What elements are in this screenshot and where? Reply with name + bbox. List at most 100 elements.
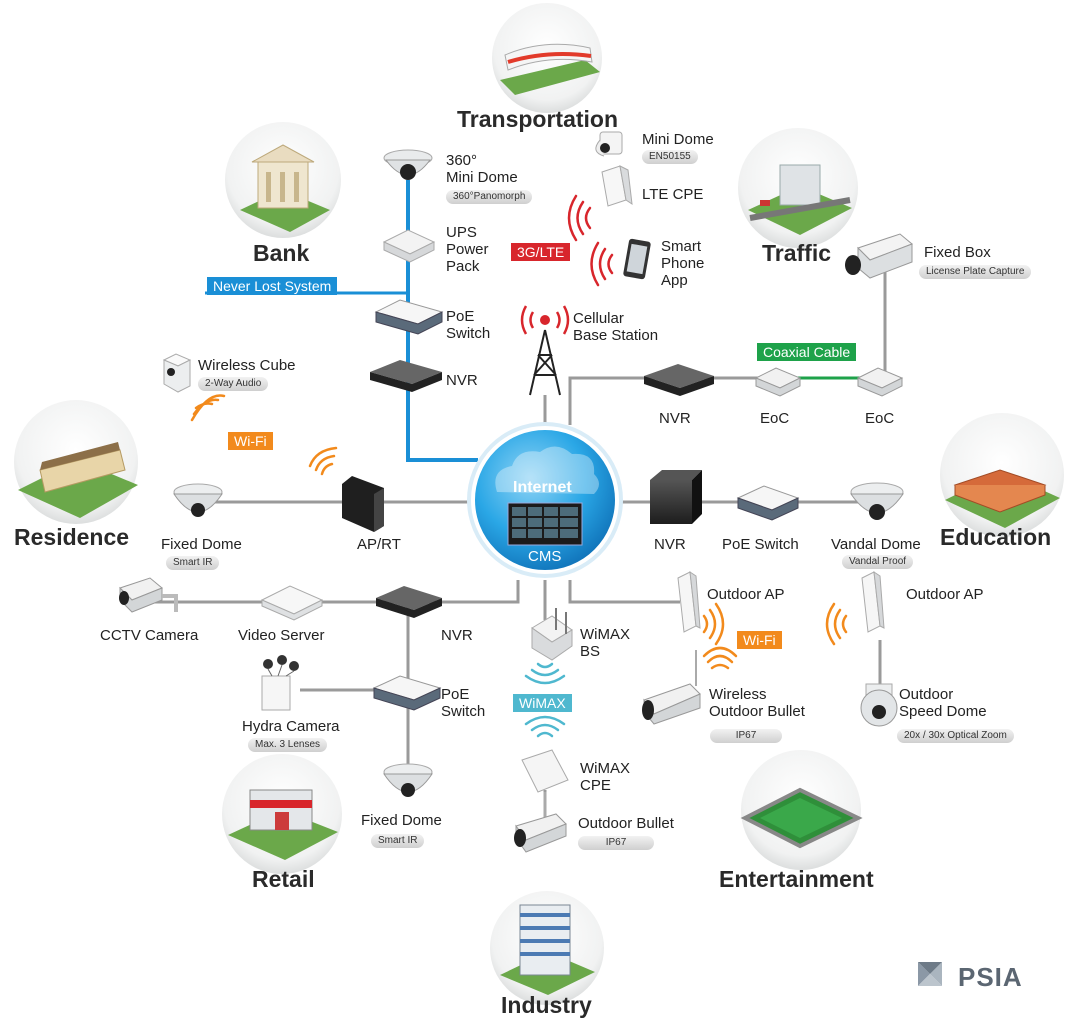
lte-wave-icon (567, 194, 592, 242)
cloud-icon (495, 446, 599, 494)
sub-fixed-box: License Plate Capture (919, 265, 1032, 279)
link-outdoor-ap (568, 580, 680, 604)
hydra-camera-icon[interactable] (261, 655, 299, 711)
sector-residence: Residence (14, 524, 130, 550)
label-mini-dome-360: 360° Mini Dome (446, 152, 518, 186)
internet-hub[interactable] (467, 422, 623, 578)
label-wireless-cube: Wireless Cube (198, 357, 296, 374)
label-outdoor-speed-dome: Outdoor Speed Dome (899, 686, 987, 720)
retail-bubble (222, 754, 342, 874)
link-never-lost (406, 180, 478, 462)
outdoor-ap-1-icon[interactable] (677, 570, 701, 633)
outdoor-ap-2-icon[interactable] (861, 570, 885, 633)
entertainment-bubble (740, 750, 863, 870)
label-video-server: Video Server (238, 627, 325, 644)
wireless-cube-icon[interactable] (162, 353, 192, 393)
ups-power-pack-icon[interactable] (382, 229, 436, 263)
cctv-camera-icon[interactable] (119, 577, 178, 613)
sub-vandal-dome: Vandal Proof (842, 555, 914, 569)
sub-outdoor-bullet: IP67 (578, 836, 654, 850)
hub-cms-label: CMS (528, 548, 562, 565)
outdoor-speed-dome-icon[interactable] (860, 683, 898, 727)
devices (119, 131, 913, 853)
psia-logo-icon (918, 962, 942, 986)
label-vandal-dome: Vandal Dome (831, 536, 921, 553)
label-fixed-box: Fixed Box (924, 244, 991, 261)
poe-switch-retail-icon[interactable] (372, 675, 442, 711)
sector-education: Education (940, 524, 1052, 550)
eoc-2-icon[interactable] (856, 367, 904, 397)
link-retail (150, 580, 520, 604)
label-hydra-camera: Hydra Camera (242, 718, 340, 735)
tag-never-lost-system: Never Lost System (207, 277, 338, 295)
sector-retail: Retail (252, 866, 315, 892)
video-server-icon[interactable] (260, 585, 324, 621)
vandal-dome-icon[interactable] (850, 482, 904, 520)
label-nvr-education: NVR (654, 536, 686, 553)
fixed-dome-retail-icon[interactable] (383, 763, 433, 797)
label-eoc-2: EoC (865, 410, 895, 427)
transportation-bubble (492, 3, 602, 113)
signal-waves (190, 194, 848, 738)
tag-coaxial-cable: Coaxial Cable (757, 343, 857, 361)
hub-internet-label: Internet (513, 479, 572, 496)
sector-industry: Industry (501, 992, 592, 1018)
label-nvr-top: NVR (446, 372, 478, 389)
poe-switch-top-icon[interactable] (374, 299, 444, 335)
fixed-box-camera-icon[interactable] (845, 233, 913, 279)
bullet-wave-icon (702, 646, 738, 670)
sub-outdoor-speed-dome: 20x / 30x Optical Zoom (897, 729, 1014, 743)
wireless-outdoor-bullet-icon[interactable] (642, 650, 701, 725)
ap-wave-icon (308, 446, 338, 476)
label-poe-switch-top: PoE Switch (446, 308, 491, 342)
mini-dome-icon[interactable] (595, 131, 623, 157)
sub-mini-dome-360: 360°Panomorph (446, 190, 533, 204)
cube-wave-icon (190, 394, 226, 422)
label-nvr-traffic: NVR (659, 410, 691, 427)
nvr-top-icon[interactable] (370, 360, 442, 392)
traffic-bubble (738, 128, 858, 248)
mini-dome-360-icon[interactable] (383, 149, 433, 180)
tag-wifi-right: Wi-Fi (737, 631, 782, 649)
sub-fixed-dome-retail: Smart IR (371, 834, 425, 848)
cellular-tower-icon[interactable] (520, 305, 570, 396)
label-outdoor-ap-1: Outdoor AP (707, 586, 785, 603)
nvr-retail-icon[interactable] (376, 586, 442, 618)
sub-fixed-dome-residence: Smart IR (166, 556, 220, 570)
sector-entertainment: Entertainment (719, 866, 874, 892)
label-cellular-base-station: Cellular Base Station (573, 310, 659, 344)
label-cctv-camera: CCTV Camera (100, 627, 199, 644)
lte-cpe-icon[interactable] (601, 165, 633, 207)
tag-wimax: WiMAX (513, 694, 572, 712)
fixed-dome-residence-icon[interactable] (173, 483, 223, 517)
link-traffic-nvr (568, 376, 895, 425)
poe-switch-education-icon[interactable] (736, 485, 800, 521)
wimax-cpe-wave-icon (524, 715, 566, 738)
label-wimax-cpe: WiMAX CPE (580, 760, 630, 794)
outdoor-ap-wave-right-icon (702, 602, 725, 646)
smartphone-icon[interactable] (623, 238, 651, 280)
psia-logo-text: PSIA (958, 962, 1023, 992)
label-outdoor-ap-2: Outdoor AP (906, 586, 984, 603)
cms-thumbnails (512, 507, 578, 538)
sub-wireless-cube: 2-Way Audio (198, 377, 269, 391)
wimax-cpe-icon[interactable] (521, 749, 569, 818)
nvr-education-icon[interactable] (650, 470, 702, 524)
eoc-1-icon[interactable] (754, 367, 802, 397)
ap-rt-icon[interactable] (342, 476, 384, 532)
tag-3g-lte: 3G/LTE (511, 243, 571, 261)
nvr-traffic-icon[interactable] (644, 364, 714, 396)
label-eoc-1: EoC (760, 410, 790, 427)
tag-wifi-left: Wi-Fi (228, 432, 273, 450)
bank-bubble (225, 122, 341, 238)
sector-traffic: Traffic (762, 240, 832, 266)
label-fixed-dome-residence: Fixed Dome (161, 536, 242, 553)
sector-transportation: Transportation (457, 106, 619, 132)
psia-logo: PSIA (918, 960, 1048, 994)
wimax-bs-icon[interactable] (531, 608, 573, 661)
outdoor-bullet-icon[interactable] (514, 813, 567, 853)
label-fixed-dome-retail: Fixed Dome (361, 812, 442, 829)
sub-hydra-camera: Max. 3 Lenses (248, 738, 328, 752)
label-smart-phone-app: Smart Phone App (661, 238, 705, 289)
